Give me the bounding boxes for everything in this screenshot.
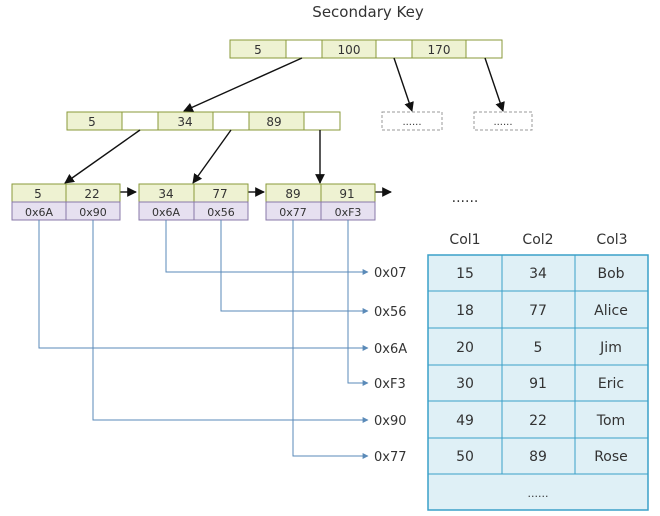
elided-node-box	[473, 111, 533, 131]
tree-edge	[484, 57, 505, 112]
row-pointer-line	[92, 220, 369, 423]
table-cell: 91	[529, 376, 547, 392]
table-header: Col3	[596, 232, 627, 248]
internal-key: 5	[88, 115, 96, 129]
table-cell: 77	[529, 303, 547, 319]
table-cell: 30	[456, 376, 474, 392]
tree-edges	[64, 57, 505, 197]
elided-subtree: ......	[473, 111, 533, 131]
root-pointer-cell	[285, 39, 323, 59]
row-pointer-line	[165, 220, 369, 275]
leaf-pointer: 0x77	[279, 206, 307, 219]
table-cell: 15	[456, 266, 474, 282]
root-key: 5	[254, 43, 262, 57]
table-header: Col2	[522, 232, 553, 248]
row-pointer-line	[292, 220, 369, 459]
elided-node-label: ......	[402, 117, 421, 128]
leaf-node: 89 91 0x77 0xF3	[265, 183, 376, 221]
leaf-node: 5 22 0x6A 0x90	[11, 183, 121, 221]
table-header: Col1	[449, 232, 480, 248]
tree-edge	[393, 57, 414, 112]
table-cells: 15 34 Bob 18 77 Alice 20 5 Jim 30 91 Eri…	[456, 266, 628, 500]
internal-pointer-cell	[212, 111, 250, 131]
table-cell: 34	[529, 266, 547, 282]
row-address: 0xF3	[374, 377, 406, 392]
table-cell: Rose	[594, 449, 628, 465]
table-cell: 22	[529, 413, 547, 429]
table-cell: 5	[534, 340, 543, 356]
root-key: 100	[338, 43, 361, 57]
table-cell: 89	[529, 449, 547, 465]
leaf-pointer: 0x56	[207, 206, 235, 219]
internal-key: 89	[266, 115, 281, 129]
row-pointer-line	[38, 220, 369, 351]
leaf-key: 5	[34, 187, 42, 201]
table-cell: Bob	[597, 266, 624, 282]
data-table: Col1 Col2 Col3 15 34 Bob 18 77 Alice 20 …	[427, 232, 649, 511]
table-grid	[428, 255, 648, 475]
table-body	[427, 254, 649, 511]
leaf-pointer: 0x90	[79, 206, 107, 219]
row-address: 0x56	[374, 305, 407, 320]
row-address: 0x90	[374, 414, 407, 429]
row-address: 0x07	[374, 266, 407, 281]
root-pointer-cell	[465, 39, 503, 59]
root-key: 170	[428, 43, 451, 57]
table-cell: 20	[456, 340, 474, 356]
row-pointer-lines	[38, 220, 369, 459]
leaf-key: 77	[212, 187, 227, 201]
internal-key: 34	[177, 115, 192, 129]
more-leaves-ellipsis: ......	[452, 190, 479, 206]
table-cell: 49	[456, 413, 474, 429]
row-pointer-line	[347, 220, 369, 386]
table-cell: Jim	[599, 340, 622, 356]
table-cell: 50	[456, 449, 474, 465]
table-footer-ellipsis: ......	[528, 487, 549, 500]
leaf-key: 34	[158, 187, 173, 201]
elided-node-box	[381, 111, 443, 131]
internal-node: 5 34 89	[66, 111, 341, 131]
tree-edge	[183, 57, 303, 112]
table-cell: Eric	[598, 376, 624, 392]
leaf-pointer: 0x6A	[25, 206, 54, 219]
internal-pointer-cell	[121, 111, 159, 131]
leaf-key: 91	[339, 187, 354, 201]
elided-subtree: ......	[381, 111, 443, 131]
tree-edge	[192, 129, 232, 184]
leaf-node: 34 77 0x6A 0x56	[138, 183, 249, 221]
elided-node-label: ......	[493, 117, 512, 128]
internal-pointer-cell	[303, 111, 341, 131]
row-address: 0x6A	[374, 342, 407, 357]
root-node: 5 100 170	[229, 39, 503, 59]
table-cell: Tom	[596, 413, 625, 429]
leaf-key: 89	[285, 187, 300, 201]
row-address-labels: 0x07 0x56 0x6A 0xF3 0x90 0x77	[374, 266, 407, 465]
leaf-pointer: 0x6A	[152, 206, 181, 219]
leaf-key: 22	[84, 187, 99, 201]
table-cell: Alice	[594, 303, 628, 319]
table-cell: 18	[456, 303, 474, 319]
leaf-pointer: 0xF3	[335, 206, 362, 219]
row-address: 0x77	[374, 450, 407, 465]
diagram-title: Secondary Key	[312, 3, 424, 21]
tree-edge	[64, 129, 141, 184]
row-pointer-line	[220, 220, 369, 314]
root-pointer-cell	[375, 39, 413, 59]
